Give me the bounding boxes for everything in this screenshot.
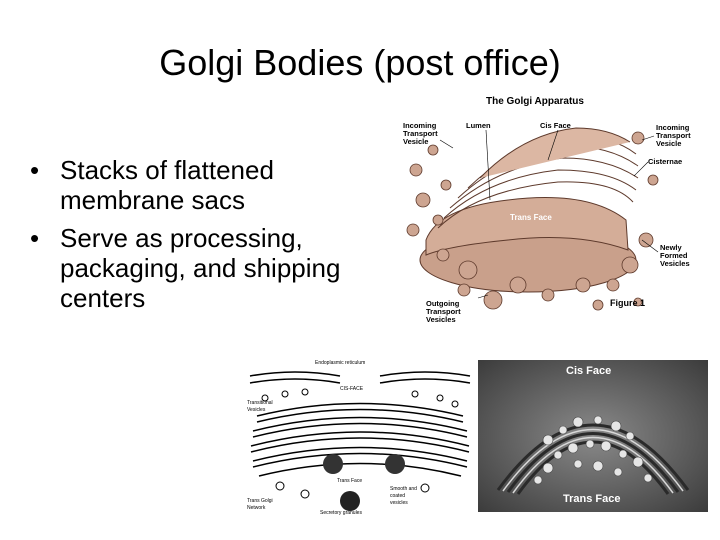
incoming-vesicle-left-label-1: Incoming [403,121,437,130]
bullet-text: Serve as processing, packaging, and ship… [60,223,341,313]
trans-golgi-label-2: Network [247,505,266,511]
figure-title: The Golgi Apparatus [486,96,584,107]
diagram-trans-face-label: Trans Face [337,478,362,484]
cis-face-label: Cis Face [540,121,571,130]
outgoing-label-1: Outgoing [426,299,460,308]
figure-caption: Figure 1 [610,298,645,308]
bullet-item: • Serve as processing, packaging, and shi… [30,223,390,313]
secretory-label: Secretory granules [320,510,362,516]
smooth-coated-label-3: vesicles [390,500,408,506]
cis-label: CIS-FACE [340,386,364,392]
bullet-dot-icon: • [30,155,40,185]
er-label: Endoplasmic reticulum [315,360,365,366]
trans-face-label: Trans Face [510,213,552,222]
outgoing-label-3: Vesicles [426,315,456,324]
micrograph-trans-label: Trans Face [563,493,620,505]
newly-formed-label-2: Formed [660,251,688,260]
lumen-label: Lumen [466,121,491,130]
golgi-micrograph: Cis Face Trans Face [478,360,708,512]
golgi-line-diagram: Endoplasmic reticulum CIS-FACE Transitio… [245,356,475,516]
outgoing-label-2: Transport [426,307,461,316]
bullet-list: • Stacks of flattened membrane sacs • Serv… [30,155,390,321]
secretory-granule-icon [385,454,405,474]
incoming-vesicle-right-label-2: Transport [656,131,691,140]
secretory-granule-icon [323,454,343,474]
cisternae-label: Cisternae [648,157,682,166]
trans-golgi-label-1: Trans Golgi [247,498,273,504]
slide-title: Golgi Bodies (post office) [159,42,561,83]
smooth-coated-label-2: coated [390,493,405,499]
bullet-text: Stacks of flattened membrane sacs [60,155,274,215]
newly-formed-label-1: Newly [660,243,683,252]
secretory-granule-icon [340,491,360,511]
bullet-dot-icon: • [30,223,40,253]
transitional-label-2: Vesicles [247,407,266,413]
incoming-vesicle-left-label-3: Vesicle [403,137,428,146]
vesicles [406,131,659,311]
golgi-apparatus-illustration: The Golgi Apparatus Trans Face Incoming … [403,96,691,324]
newly-formed-label-3: Vesicles [660,259,690,268]
transitional-label-1: Transitional [247,400,273,406]
micrograph-cis-label: Cis Face [566,365,611,377]
bullet-item: • Stacks of flattened membrane sacs [30,155,390,215]
incoming-vesicle-right-label-1: Incoming [656,123,690,132]
smooth-coated-label-1: Smooth and [390,486,417,492]
incoming-vesicle-right-label-3: Vesicle [656,139,681,148]
golgi-stack [419,127,639,293]
incoming-vesicle-left-label-2: Transport [403,129,438,138]
